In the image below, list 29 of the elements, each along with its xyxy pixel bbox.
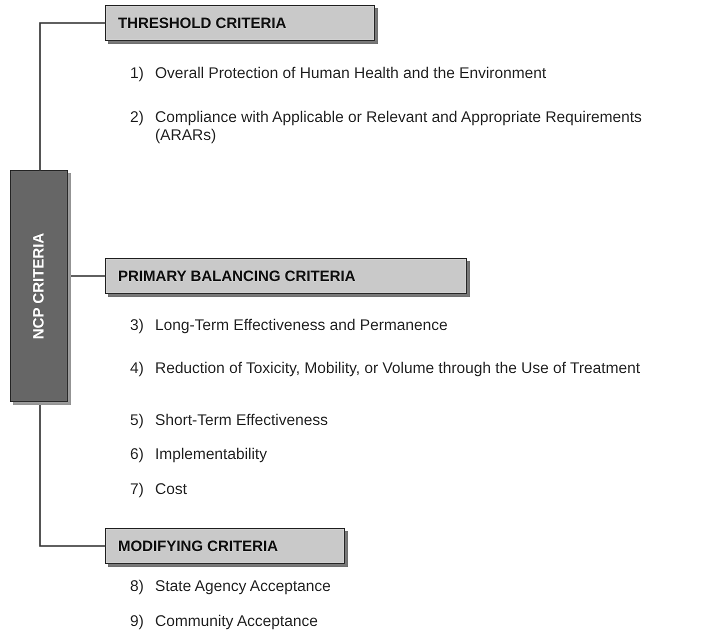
- criterion-text: Reduction of Toxicity, Mobility, or Volume through the Use of Treatment: [155, 360, 642, 378]
- header-box: [105, 5, 375, 41]
- criterion-text: Overall Protection of Human Health and the Environment: [155, 65, 548, 83]
- list-number: 8): [130, 578, 145, 596]
- connector-line: [39, 22, 105, 170]
- heading-text: MODIFYING CRITERIA: [118, 538, 278, 554]
- criterion-text: Community Acceptance: [155, 613, 319, 631]
- list-number: 9): [130, 613, 145, 631]
- criterion-text: Cost: [155, 481, 188, 499]
- list-number: 2): [130, 109, 145, 127]
- heading-text: NCP CRITERIA: [30, 232, 48, 340]
- criterion-text: Long-Term Effectiveness and Permanence: [155, 317, 449, 335]
- header-box: [105, 258, 467, 294]
- heading-text: PRIMARY BALANCING CRITERIA: [118, 268, 356, 284]
- category-bar: [10, 170, 68, 402]
- list-number: 3): [130, 317, 145, 335]
- list-number: 6): [130, 446, 145, 464]
- criterion-text: State Agency Acceptance: [155, 578, 332, 596]
- list-number: 1): [130, 65, 145, 83]
- connector-line: [39, 402, 105, 547]
- connector-line: [68, 275, 105, 277]
- header-box: [105, 528, 345, 564]
- list-number: 4): [130, 360, 145, 378]
- criterion-text: Compliance with Applicable or Relevant and Appropriate Requirements (ARARs): [155, 109, 643, 145]
- criterion-text: Implementability: [155, 446, 268, 464]
- heading-text: THRESHOLD CRITERIA: [118, 14, 286, 32]
- criterion-text: Short-Term Effectiveness: [155, 412, 329, 430]
- list-number: 7): [130, 481, 145, 499]
- list-number: 5): [130, 412, 145, 430]
